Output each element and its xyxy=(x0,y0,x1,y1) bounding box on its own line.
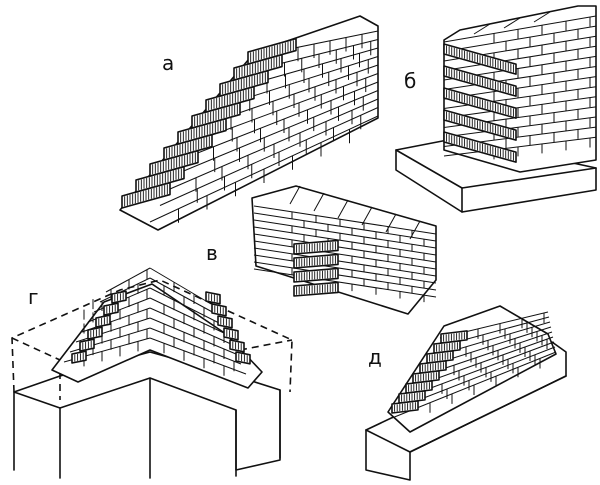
g-step-left xyxy=(111,290,127,304)
g-step-left xyxy=(95,314,111,328)
figure-b-teeth xyxy=(443,43,517,163)
b-course-line xyxy=(443,66,597,90)
g-step-right xyxy=(205,291,221,305)
g-course-left xyxy=(105,267,151,293)
b-top-joint xyxy=(533,11,551,23)
label-a: а xyxy=(162,51,174,75)
b-course-line xyxy=(443,136,597,157)
v-course-line xyxy=(253,247,437,277)
v-course-line xyxy=(253,254,437,284)
v-top-joint xyxy=(289,185,301,205)
figure-b-toothed-wall xyxy=(395,5,597,213)
g-step-left xyxy=(103,302,119,316)
v-top-joint xyxy=(385,213,397,233)
b-course-line xyxy=(443,15,597,43)
v-pocket-brick xyxy=(293,239,339,255)
v-pocket-brick xyxy=(293,281,339,297)
figure-b-brick-courses xyxy=(443,11,597,160)
g-step-left xyxy=(71,350,87,364)
figure-g-step-ends xyxy=(71,290,251,365)
g-step-right xyxy=(235,351,251,365)
figure-a-step-ends xyxy=(121,37,297,209)
b-tooth xyxy=(443,109,517,141)
b-course-line xyxy=(443,116,597,138)
g-step-right xyxy=(211,303,227,317)
b-tooth xyxy=(443,43,517,75)
g-step-left xyxy=(87,326,103,340)
b-top-joint xyxy=(503,17,521,29)
b-top-joint xyxy=(443,29,461,41)
figure-v-brick-courses xyxy=(253,185,437,303)
figure-a-brick-courses xyxy=(149,30,379,223)
figure-d-step-ends xyxy=(391,330,468,414)
g-step-left xyxy=(79,338,95,352)
figure-g-corner-stepped xyxy=(11,267,293,479)
figure-d-double-stepped xyxy=(365,305,567,481)
g-course-right xyxy=(149,327,242,365)
label-v: в xyxy=(206,241,218,265)
v-course-line xyxy=(253,205,437,235)
b-tooth xyxy=(443,131,517,163)
d-step-brick xyxy=(440,330,468,344)
v-course-line xyxy=(253,261,437,291)
g-course-right xyxy=(149,297,227,335)
b-course-line xyxy=(443,96,597,119)
a-step-brick xyxy=(135,165,185,193)
a-step-brick xyxy=(247,37,297,65)
v-course-line xyxy=(253,219,437,249)
g-course-right xyxy=(149,277,217,315)
a-step-brick xyxy=(219,69,269,97)
g-course-right xyxy=(149,267,212,305)
g-course-left xyxy=(99,277,151,303)
v-course-line xyxy=(253,240,437,270)
v-top-joint xyxy=(409,220,421,240)
d-step-brick xyxy=(426,350,454,364)
b-course-line xyxy=(443,45,597,71)
v-top-joint xyxy=(337,199,349,219)
g-course-right xyxy=(149,337,247,375)
g-step-right xyxy=(217,315,233,329)
g-step-right xyxy=(229,339,245,353)
label-b: б xyxy=(404,69,416,93)
v-course-line xyxy=(253,212,437,242)
b-top-joint xyxy=(473,23,491,35)
g-course-left xyxy=(81,307,151,333)
figure-v-wall-pocket xyxy=(251,185,437,315)
figure-a-stepped-wall xyxy=(119,15,379,231)
b-tooth xyxy=(443,65,517,97)
v-pocket-brick xyxy=(293,267,339,283)
g-step-right xyxy=(223,327,239,341)
v-top-joint xyxy=(313,192,325,212)
v-course-line xyxy=(253,268,437,298)
figure-v-pocket-bricks xyxy=(293,239,339,297)
v-pocket-brick xyxy=(293,253,339,269)
b-tooth xyxy=(443,87,517,119)
d-step-brick xyxy=(405,380,433,394)
label-g: г xyxy=(28,285,39,309)
label-d: д xyxy=(368,345,382,369)
g-course-right xyxy=(149,287,222,325)
b-course-line xyxy=(443,25,597,52)
a-course-line xyxy=(199,73,379,140)
v-course-line xyxy=(253,226,437,256)
v-course-line xyxy=(253,233,437,263)
v-top-joint xyxy=(361,206,373,226)
